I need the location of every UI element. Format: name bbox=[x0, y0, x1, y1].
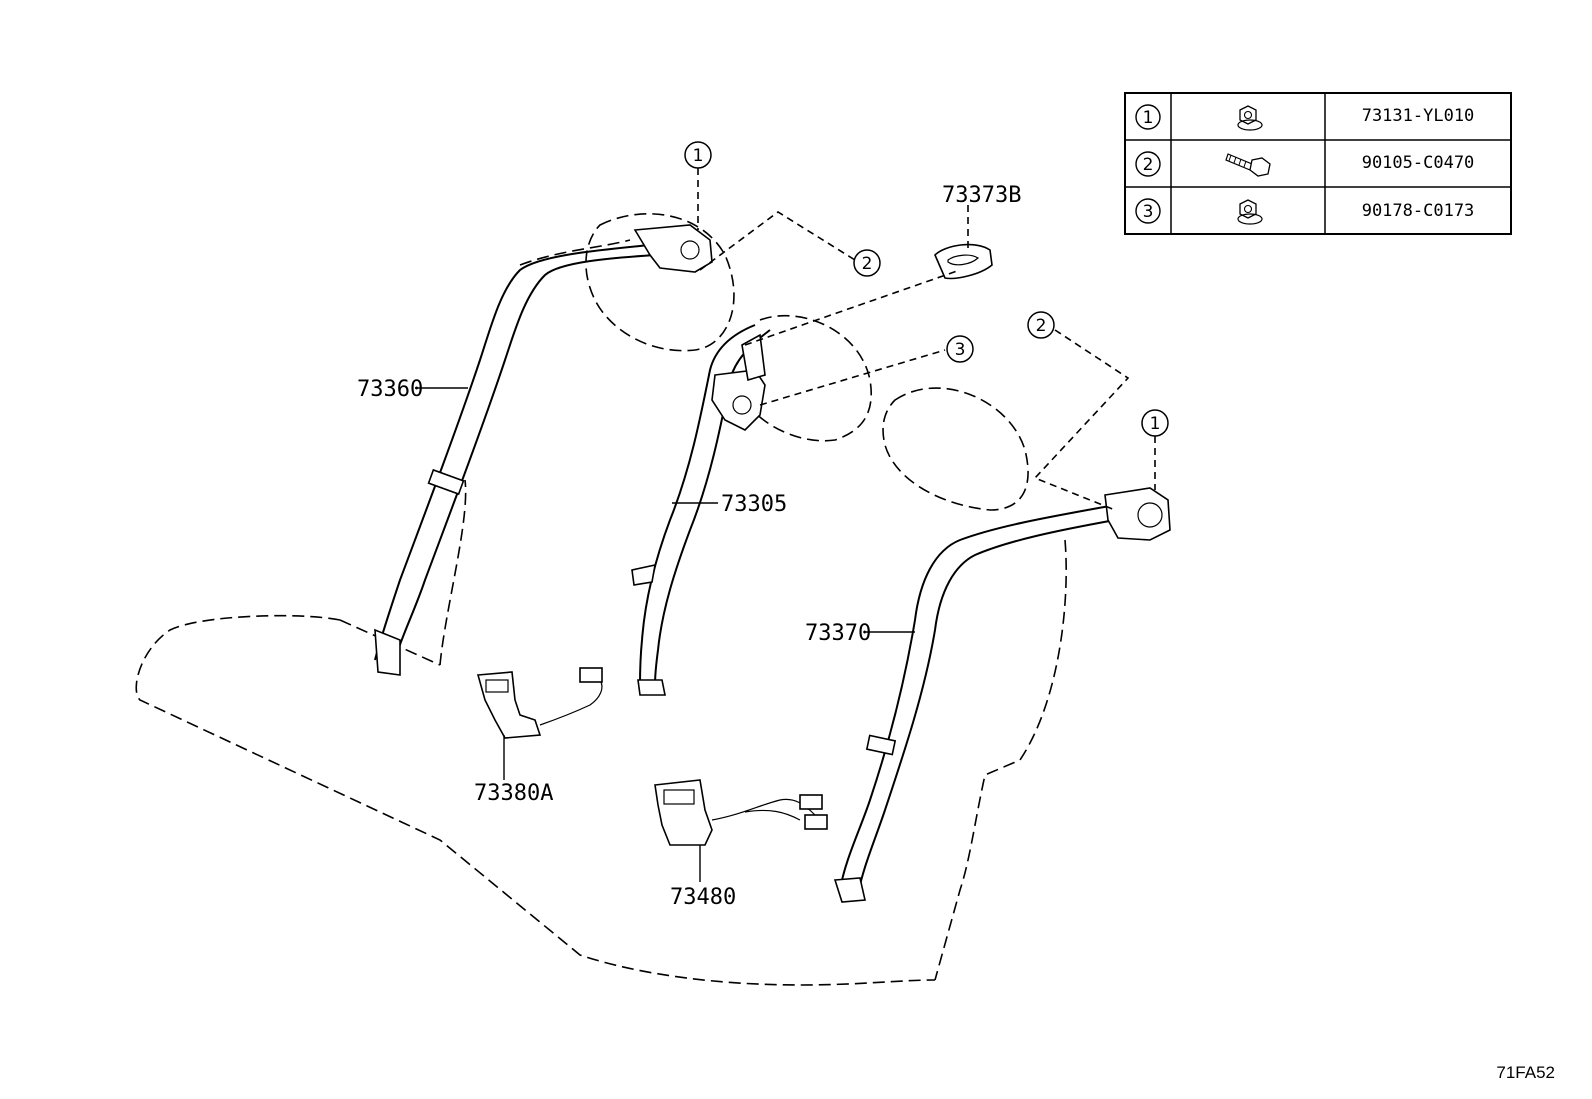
table-row-part-no: 90105-C0470 bbox=[1362, 153, 1475, 173]
callout-c1-right-num: 1 bbox=[1150, 414, 1161, 434]
middle-retractor bbox=[711, 369, 766, 431]
label-73373b: 73373B bbox=[942, 183, 1021, 208]
label-73360: 73360 bbox=[357, 377, 423, 402]
table-row: 3 90178-C0173 bbox=[1135, 198, 1475, 225]
middle-belt-anchor bbox=[637, 679, 666, 696]
buckle-73480-connector-b bbox=[804, 814, 828, 830]
buckle-73480-connector-a bbox=[799, 794, 823, 810]
rear-seat-outline bbox=[135, 213, 1067, 986]
callout-c1-right: 1 bbox=[1141, 409, 1169, 437]
buckle-73380a-wire bbox=[539, 679, 603, 726]
leader-c3 bbox=[759, 349, 946, 406]
callout-c2-top: 2 bbox=[853, 249, 881, 277]
fastener-table: 1 73131-YL010 2 90105-C0470 3 bbox=[1124, 92, 1512, 235]
label-73305: 73305 bbox=[721, 492, 787, 517]
table-row-index: 2 bbox=[1143, 155, 1154, 175]
belt-cover-73373b bbox=[934, 243, 993, 280]
table-row-index: 3 bbox=[1143, 202, 1154, 222]
right-belt-anchor bbox=[833, 877, 866, 903]
table-row-part-no: 73131-YL010 bbox=[1362, 106, 1475, 126]
right-belt-webbing bbox=[839, 504, 1116, 896]
seat-back-right-outline bbox=[934, 539, 1067, 981]
middle-belt-webbing bbox=[639, 324, 771, 686]
callout-c3-mid-num: 3 bbox=[955, 340, 966, 360]
headrest-right bbox=[882, 387, 1029, 511]
table-row-part-no: 90178-C0173 bbox=[1362, 201, 1475, 221]
buckle-73380a-body bbox=[476, 671, 542, 739]
bolt-icon bbox=[1225, 153, 1271, 177]
buckle-73380a-slot bbox=[485, 679, 509, 693]
seat-back-left-outline bbox=[439, 239, 631, 666]
buckle-73480-slot bbox=[663, 789, 695, 805]
callout-c2-top-num: 2 bbox=[862, 254, 873, 274]
headrest-middle bbox=[744, 315, 872, 442]
right-retractor-spool bbox=[1137, 502, 1163, 528]
right-belt-assembly bbox=[833, 487, 1171, 903]
callout-c3-mid: 3 bbox=[946, 335, 974, 363]
flange-nut-icon bbox=[1237, 105, 1263, 131]
buckle-73480-body bbox=[654, 779, 713, 846]
middle-belt-assembly bbox=[631, 324, 771, 696]
table-row-index: 1 bbox=[1143, 108, 1154, 128]
belt-cover-body bbox=[934, 243, 993, 280]
table-row: 2 90105-C0470 bbox=[1135, 151, 1475, 177]
middle-retractor-spool bbox=[732, 395, 752, 415]
callout-c1-top-num: 1 bbox=[693, 146, 704, 166]
middle-belt-guide bbox=[631, 563, 656, 586]
leader-c2-right bbox=[1033, 329, 1130, 511]
left-retractor-spool bbox=[680, 240, 700, 260]
left-retractor bbox=[633, 224, 713, 273]
seat-cushion-outline bbox=[135, 614, 936, 986]
table-row: 1 73131-YL010 bbox=[1135, 104, 1475, 131]
right-belt-guide bbox=[865, 734, 897, 756]
flange-nut-icon bbox=[1237, 199, 1263, 225]
callout-c2-right: 2 bbox=[1027, 311, 1055, 339]
buckle-73380a bbox=[476, 667, 603, 739]
buckle-73380a-connector bbox=[579, 667, 603, 683]
left-belt-webbing bbox=[374, 244, 656, 661]
label-73480: 73480 bbox=[670, 885, 736, 910]
left-belt-anchor bbox=[374, 628, 401, 676]
leader-c2-top bbox=[699, 211, 856, 271]
left-belt-guide bbox=[427, 468, 465, 496]
left-belt-assembly bbox=[374, 224, 713, 676]
leader-cover-to-middle bbox=[744, 269, 961, 346]
middle-belt-upper-strap bbox=[741, 333, 766, 382]
callout-c1-top: 1 bbox=[684, 141, 712, 169]
diagram-reference-code: 71FA52 bbox=[1496, 1063, 1555, 1082]
callout-c2-right-num: 2 bbox=[1036, 316, 1047, 336]
buckle-73480 bbox=[654, 779, 828, 846]
label-73370: 73370 bbox=[805, 621, 871, 646]
belt-cover-slot bbox=[947, 254, 980, 266]
label-73380a: 73380A bbox=[474, 781, 553, 806]
leader-lines bbox=[415, 168, 1156, 882]
